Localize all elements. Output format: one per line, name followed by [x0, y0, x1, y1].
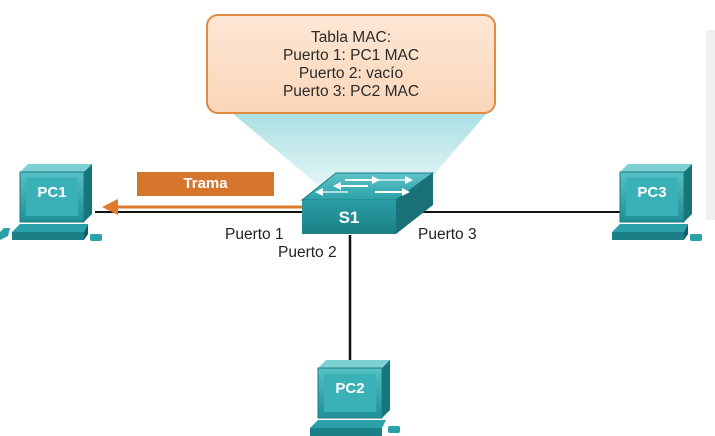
mac-table-box: Tabla MAC: Puerto 1: PC1 MAC Puerto 2: v…	[206, 14, 496, 114]
frame-arrow	[102, 199, 302, 215]
port3-label: Puerto 3	[418, 226, 477, 243]
pc3-label: PC3	[637, 184, 667, 201]
pc1-label: PC1	[37, 184, 67, 201]
pc2-label: PC2	[335, 380, 365, 397]
mac-table-beam	[232, 113, 487, 185]
frame-label: Trama	[137, 172, 274, 196]
port1-label: Puerto 1	[225, 226, 284, 243]
pc1-icon	[12, 164, 102, 241]
right-edge-fragment	[706, 30, 715, 220]
mac-table-row: Puerto 1: PC1 MAC	[282, 47, 420, 64]
mac-table-row: Puerto 2: vacío	[298, 65, 404, 82]
switch-label: S1	[338, 208, 360, 227]
pc3-icon	[612, 164, 702, 241]
pc2-icon	[310, 360, 400, 436]
mac-table-row: Puerto 3: PC2 MAC	[282, 83, 420, 100]
mac-table-title: Tabla MAC:	[310, 29, 392, 46]
port2-label: Puerto 2	[278, 244, 337, 261]
switch-arrows-icon	[315, 176, 413, 196]
switch-icon	[300, 172, 435, 234]
pc1-left-edge-fragment	[0, 228, 10, 240]
